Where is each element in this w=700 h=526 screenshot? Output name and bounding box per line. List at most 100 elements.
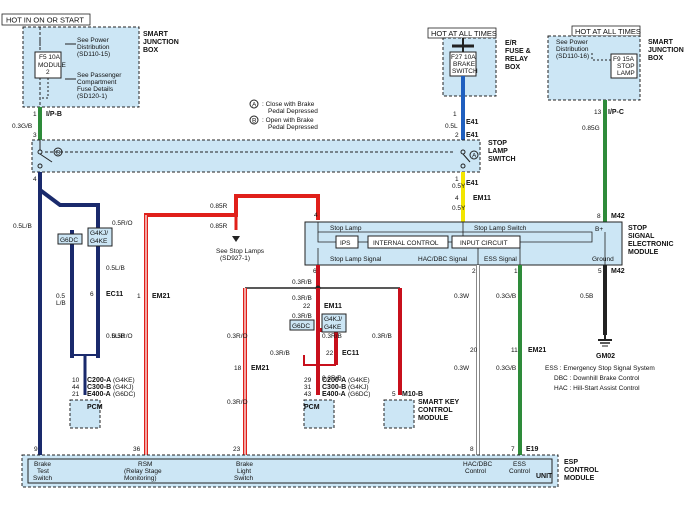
- header-hot-run: HOT IN ON OR START: [1, 13, 91, 26]
- er-connector: E41: [466, 119, 479, 126]
- esp-pin-36: 36: [133, 446, 141, 453]
- switch-conn-right-bot: E41: [466, 180, 479, 187]
- esp-brake-light-3: Switch: [234, 475, 254, 482]
- pcm-left-c2v: (G4KJ): [113, 384, 134, 391]
- sjb-right-see-power-3: (SD110-16): [556, 53, 589, 60]
- pcm-mid-c3v: (G6DC): [348, 391, 370, 398]
- mid-03rb-skm: 0.3R/B: [372, 333, 392, 340]
- legend-a-text: : Close with Brake: [262, 101, 315, 108]
- skm-name-3: MODULE: [418, 415, 449, 422]
- see-stop-lamps-2: (SD927-1): [220, 255, 250, 262]
- wire-g4kj-tag: G4KJ/: [90, 230, 108, 237]
- sjb-right-see-power-2: Distribution: [556, 46, 589, 53]
- esp-brake-test-2: Test: [37, 468, 49, 475]
- esp-ess-1: ESS: [513, 461, 527, 468]
- fuse-f27-sub2: SWITCH: [452, 68, 478, 75]
- legend-hac: HAC : Hill-Start Assist Control: [554, 385, 640, 392]
- mid-03ro-a: 0.3R/O: [227, 333, 248, 340]
- pcm-left-pin1: 10: [72, 377, 80, 384]
- switch-legend: A : Close with Brake Pedal Depressed B :…: [249, 99, 318, 131]
- ssm-name-2: SIGNAL: [628, 233, 655, 240]
- svg-text:See Power Distribution: See Power Distribution (SD110-15): [77, 37, 111, 58]
- esp-brake-test-3: Switch: [33, 475, 53, 482]
- wire-yellow: 0.5Y 4 EM11 0.5Y: [452, 172, 491, 222]
- pcm-left-name: PCM: [87, 404, 103, 411]
- esp-conn: E19: [526, 446, 539, 453]
- switch-pin-bot-right: 1: [455, 176, 459, 183]
- right-pin-11: 11: [511, 347, 518, 354]
- sjb-left-see-fuse-3: Fuse Details: [77, 86, 114, 93]
- wire-em11-top: EM11: [473, 195, 491, 202]
- wire-em21-left: EM21: [152, 293, 170, 300]
- ssm-ground: Ground: [592, 256, 614, 263]
- wire-05lb-c: 0.5L/B: [106, 265, 125, 272]
- pcm-mid-pin3: 43: [304, 391, 312, 398]
- mid-03rb-a: 0.3R/B: [292, 279, 312, 286]
- pcm-left-c2: C300-B: [87, 384, 111, 391]
- skm-pin: 5: [392, 391, 396, 398]
- ssm-ess-signal: ESS Signal: [484, 256, 517, 263]
- header-hot-always-sjb: HOT AT ALL TIMES: [571, 25, 641, 37]
- mid-03rb-c: 0.3R/B: [292, 313, 312, 320]
- wires-right: 0.3W 0.3G/B 0.5B 20 11 EM21 0.3W 0.3G/B …: [454, 265, 615, 455]
- sjb-right-name-2: JUNCTION: [648, 47, 684, 54]
- ssm-stop-lamp-signal: Stop Lamp Signal: [330, 256, 382, 263]
- ssm-b-plus: B+: [595, 226, 603, 233]
- svg-text:SMART JUNCTION BOX: SMART JUNCTION BOX: [648, 39, 686, 62]
- skm-name-1: SMART KEY: [418, 399, 460, 406]
- wire-pin-4-em11: 4: [455, 195, 459, 202]
- svg-text:STOP SIGNAL ELECTR: STOP SIGNAL ELECTRONIC MODULE: [628, 225, 675, 256]
- right-03gb-a: 0.3G/B: [496, 293, 516, 300]
- svg-text:See Passenger Compartmen: See Passenger Compartment Fuse Details (…: [77, 72, 123, 100]
- esp-name-2: CONTROL: [564, 467, 599, 474]
- er-name-1: E/R: [505, 40, 517, 47]
- ssm-stop-lamp-switch: Stop Lamp Switch: [474, 225, 527, 232]
- sjb-left-see-power-3: (SD110-15): [77, 51, 110, 58]
- stop-lamp-switch: B A 3 2 4 1 E41 E41 STOP LAMP SWITCH: [31, 132, 516, 187]
- right-05b: 0.5B: [580, 293, 593, 300]
- er-pin: 1: [453, 111, 457, 118]
- wires-mid-rb: G6DC G4KJ/ G4KE 0.3R/B 0.3R/B 22 EM11 0.…: [227, 265, 402, 455]
- mid-03ro-b: 0.3R/O: [227, 399, 248, 406]
- fuse-f5-label: F5 10A: [39, 54, 61, 61]
- wire-05ro-label-b: 0.5R/O: [112, 333, 133, 340]
- fuse-f27-label: F27 10A: [451, 54, 476, 61]
- fuse-f9-label: F9 15A: [613, 56, 635, 63]
- ground-gm02: GM02: [596, 353, 615, 360]
- pcm-mid: 29 31 43 C200-A (G4KE) C300-B (G4KJ) E40…: [303, 377, 370, 429]
- ssm-pin-6: 6: [313, 268, 317, 275]
- ssm-stop-lamp: Stop Lamp: [330, 225, 362, 232]
- er-fuse-box: F27 10A BRAKE SWITCH E/R FUSE & RELAY BO…: [442, 37, 531, 130]
- fuse-f9-sub2: LAMP: [617, 70, 635, 77]
- wires-left-lb: G6DC G4KJ/ G4KE 0.5L/B 0.5 L/B 0.5L/B 6 …: [13, 172, 125, 455]
- mid-pin-22-em11: 22: [303, 303, 311, 310]
- esp-unit: UNIT: [536, 473, 553, 480]
- ssm-pin-1: 1: [514, 268, 518, 275]
- pcm-mid-c3: E400-A: [322, 391, 346, 398]
- fuse-f5-sub2: 2: [46, 69, 50, 76]
- svg-text:HAC/DBC Control: HAC/DBC Control: [463, 461, 494, 475]
- esp-pin-23: 23: [233, 446, 241, 453]
- esp-hac-dbc-2: Control: [465, 468, 487, 475]
- esp-name-1: ESP: [564, 459, 578, 466]
- stop-signal-module: Stop Lamp Stop Lamp Switch B+ IPS INTERN…: [304, 213, 675, 275]
- esp-ess-2: Control: [509, 468, 531, 475]
- smart-key-module: 5 M10-B SMART KEY CONTROL MODULE: [383, 391, 460, 429]
- pcm-mid-name: PCM: [304, 404, 320, 411]
- switch-pin-top-right: 2: [455, 132, 459, 139]
- mid-g6dc-tag: G6DC: [292, 323, 310, 330]
- wire-05lb-b: L/B: [56, 300, 66, 307]
- sjb-right-connector: I/P-C: [608, 109, 624, 116]
- legend-a-marker: A: [252, 102, 257, 109]
- switch-marker-a: A: [472, 153, 477, 160]
- wire-pin-1-em21: 1: [137, 293, 141, 300]
- ssm-pin-4: 4: [314, 212, 318, 219]
- sjb-right-name-3: BOX: [648, 55, 664, 62]
- wire-05lb-label: 0.5L/B: [13, 223, 32, 230]
- wire-05y-a: 0.5Y: [452, 183, 466, 190]
- svg-text:Brake Test Switch: Brake Test Switch: [33, 461, 53, 482]
- sjb-left-see-fuse-4: (SD120-1): [77, 93, 107, 100]
- sjb-left-wire: 0.3G/B: [12, 123, 32, 130]
- sjb-left-see-fuse-2: Compartment: [77, 79, 117, 86]
